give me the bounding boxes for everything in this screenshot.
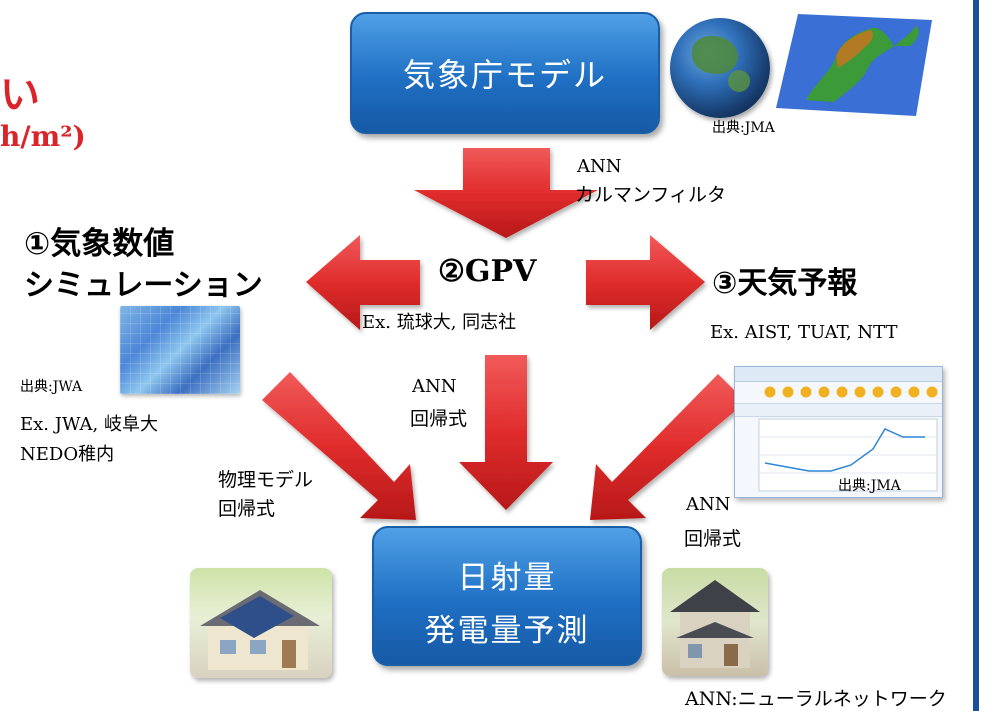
- gpv-down-method-regression: 回帰式: [410, 408, 468, 430]
- forecast-examples: Ex. AIST, TUAT, NTT: [710, 322, 898, 343]
- jma-source-label: 出典:JMA: [712, 120, 775, 136]
- cropped-title-line1: い: [0, 71, 40, 118]
- target-line1: 日射量: [457, 560, 557, 596]
- cropped-title-line2: h/m²): [0, 120, 86, 153]
- gpv-down-method-ann: ANN: [412, 376, 457, 397]
- arrow-to-forecast: [586, 235, 705, 330]
- nwp-examples-line2: NEDO稚内: [20, 444, 115, 465]
- nwp-title-line2: シミュレーション: [24, 268, 263, 303]
- map-grid-overlay: [120, 306, 240, 394]
- footnote-ann-definition: ANN:ニューラルネットワーク: [685, 688, 947, 710]
- globe-continent: [692, 36, 738, 74]
- globe-continent: [728, 70, 750, 92]
- nwp-method-regression: 回帰式: [218, 498, 276, 520]
- arrow-nwp-to-target: [262, 372, 416, 520]
- jwa-source-label: 出典:JWA: [20, 379, 83, 395]
- japanese-house-svg: [670, 580, 760, 668]
- right-border-bar: [973, 0, 979, 711]
- terrain-svg: [776, 14, 932, 116]
- weather-forecast-panel: [734, 366, 943, 498]
- forecast-line-chart: [758, 418, 938, 492]
- arrow-gpv-to-target: [459, 355, 553, 510]
- gpv-examples: Ex. 琉球大, 同志社: [362, 312, 517, 333]
- arrow-jma-to-gpv: [414, 148, 598, 238]
- forecast-title: ③天気予報: [712, 266, 858, 301]
- jma-model-label: 気象庁モデル: [402, 56, 607, 94]
- nwp-title-line1: ①気象数値: [24, 226, 175, 262]
- gpv-top-method-kalman: カルマンフィルタ: [575, 184, 727, 206]
- forecast-icon-row: [761, 383, 939, 401]
- forecast-method-regression: 回帰式: [684, 528, 742, 550]
- solar-house-image: [190, 568, 332, 678]
- gpv-title: ②GPV: [438, 254, 537, 289]
- forecast-target-box: 日射量 発電量予測: [372, 526, 642, 666]
- forecast-method-ann: ANN: [686, 494, 731, 515]
- target-line2: 発電量予測: [424, 613, 590, 649]
- japanese-house-image: [662, 568, 768, 676]
- forecast-header-strip: [735, 367, 942, 382]
- jwa-map-image: [120, 306, 240, 394]
- arrow-forecast-to-target: [590, 374, 746, 520]
- jma-model-box: 気象庁モデル: [350, 12, 660, 134]
- forecast-source-label: 出典:JMA: [838, 478, 901, 494]
- nwp-examples-line1: Ex. JWA, 岐阜大: [20, 414, 158, 435]
- arrow-to-nwp: [306, 235, 420, 330]
- gpv-top-method-ann: ANN: [577, 156, 622, 177]
- japan-terrain-image: [776, 12, 934, 118]
- nwp-method-physical: 物理モデル: [218, 469, 314, 491]
- solar-house-svg: [200, 590, 320, 670]
- globe-image: [670, 18, 770, 118]
- forecast-row-strip: [735, 403, 942, 417]
